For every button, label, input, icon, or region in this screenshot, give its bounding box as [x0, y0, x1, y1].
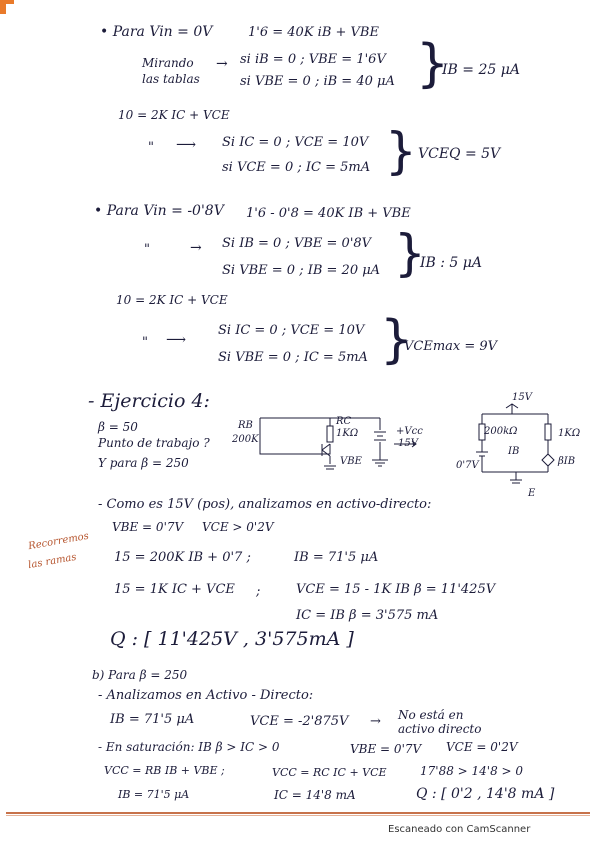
ex4-como: - Como es 15V (pos), analizamos en activ…: [98, 497, 432, 512]
eq-circuit-bib: βIB: [558, 456, 576, 467]
b-row1b: VCC = RC IC + VCE: [272, 766, 387, 779]
page-corner-mark: [0, 0, 6, 14]
arrow-icon: →: [190, 240, 202, 256]
right-brace-icon: }: [394, 224, 426, 282]
rb-label: RB: [238, 420, 253, 431]
sec1-case3: Si IC = 0 ; VCE = 10V: [222, 135, 369, 150]
ex4-line1b: IB = 71'5 μA: [294, 550, 379, 565]
arrow-icon: →: [216, 56, 228, 72]
v15-label: 15V: [398, 438, 418, 449]
ex4-line2b: ;: [256, 584, 261, 599]
page-corner-mark-top: [0, 0, 14, 4]
b-arrow: →: [370, 714, 381, 729]
eq-circuit-e: E: [528, 488, 536, 499]
b-row2b: IC = 14'8 mA: [274, 788, 356, 802]
rc-value: 1KΩ: [336, 428, 359, 439]
eq-circuit-top: 15V: [512, 392, 532, 403]
ditto-mark: ": [142, 335, 148, 350]
sec1-case4: si VCE = 0 ; IC = 5mA: [222, 160, 371, 175]
ex4-line3: IC = IB β = 3'575 mA: [296, 608, 439, 623]
eq-circuit-r1: 200kΩ: [484, 426, 518, 437]
vcc-label: +Vcc: [396, 426, 423, 437]
sec1-title: • Para Vin = 0V: [100, 24, 213, 40]
ex4-line2a: 15 = 1K IC + VCE: [114, 582, 235, 597]
ex4-vbe: VBE = 0'7V: [112, 520, 184, 534]
b-note2: activo directo: [398, 722, 482, 736]
sec1-result2: VCEQ = 5V: [418, 146, 501, 162]
margin-note-1: Recorremos: [27, 530, 90, 553]
margin-note-2: las ramas: [27, 551, 78, 572]
sec1-equation: 1'6 = 40K iB + VBE: [248, 25, 379, 40]
ex4-line2c: VCE = 15 - 1K IB β = 11'425V: [296, 582, 496, 597]
sec1-case1: si iB = 0 ; VBE = 1'6V: [240, 52, 386, 67]
sec2-case2: Si VBE = 0 ; IB = 20 μA: [222, 263, 381, 278]
footer-divider: [6, 812, 590, 814]
eq-circuit-vbe: 0'7V: [456, 460, 479, 471]
b-saturacion: - En saturación: IB β > IC > 0: [98, 740, 280, 754]
sec2-equation: 1'6 - 0'8 = 40K IB + VBE: [246, 206, 411, 221]
ex4-question2: Y para β = 250: [98, 456, 189, 470]
arrow-icon: ⟶: [166, 332, 187, 348]
b-row1c: 17'88 > 14'8 > 0: [420, 764, 524, 778]
right-brace-icon: }: [380, 310, 414, 370]
sec1-result: IB = 25 μA: [442, 62, 520, 78]
ex4-q: Q : [ 11'425V , 3'575mA ]: [110, 628, 354, 650]
b-analiza: - Analizamos en Activo - Directo:: [98, 688, 314, 703]
b-row2c: Q : [ 0'2 , 14'8 mA ]: [416, 786, 555, 802]
sec1-tablas: las tablas: [142, 72, 200, 86]
ex4-vce: VCE > 0'2V: [202, 520, 274, 534]
sec2-case1: Si IB = 0 ; VBE = 0'8V: [222, 236, 372, 251]
right-brace-icon: }: [385, 122, 417, 180]
footer-divider-shadow: [6, 815, 590, 816]
sec2-title: • Para Vin = -0'8V: [94, 203, 224, 219]
ex4-line1a: 15 = 200K IB + 0'7 ;: [114, 550, 251, 565]
sec2-case3: Si IC = 0 ; VCE = 10V: [218, 323, 365, 338]
b-vce2: VCE = 0'2V: [446, 740, 518, 754]
vbe-label: VBE: [340, 456, 362, 467]
sec1-mirando: Mirando: [142, 56, 194, 70]
b-row2a: IB = 71'5 μA: [118, 788, 190, 801]
sec2-result: IB : 5 μA: [420, 255, 483, 271]
b-ib: IB = 71'5 μA: [110, 712, 195, 727]
arrow-icon: ⟶: [176, 137, 197, 153]
eq-circuit-ib: IB: [508, 446, 520, 457]
equivalent-circuit: [476, 403, 555, 484]
ex4-question1: Punto de trabajo ?: [98, 436, 210, 450]
b-note1: No está en: [398, 708, 464, 722]
sec1-equation2: 10 = 2K IC + VCE: [118, 108, 230, 122]
sec2-case4: Si VBE = 0 ; IC = 5mA: [218, 350, 368, 365]
rb-value: 200K: [232, 434, 259, 445]
sec2-equation2: 10 = 2K IC + VCE: [116, 293, 228, 307]
right-brace-icon: }: [416, 34, 450, 94]
b-vce: VCE = -2'875V: [250, 714, 349, 729]
sec2-result2: VCEmax = 9V: [404, 339, 498, 354]
sec1-case2: si VBE = 0 ; iB = 40 μA: [240, 74, 395, 89]
ex4-heading: - Ejercicio 4:: [88, 390, 210, 412]
circuit-diagram: [259, 417, 417, 470]
b-title: b) Para β = 250: [92, 668, 188, 682]
rc-label: RC: [336, 416, 352, 427]
ex4-beta: β = 50: [98, 420, 138, 434]
footer-watermark: Escaneado con CamScanner: [388, 824, 531, 835]
eq-circuit-r2: 1KΩ: [558, 428, 581, 439]
b-row1a: VCC = RB IB + VBE ;: [104, 764, 225, 777]
b-vbe: VBE = 0'7V: [350, 742, 422, 756]
ditto-mark: ": [144, 242, 150, 257]
ditto-mark: ": [148, 140, 154, 155]
